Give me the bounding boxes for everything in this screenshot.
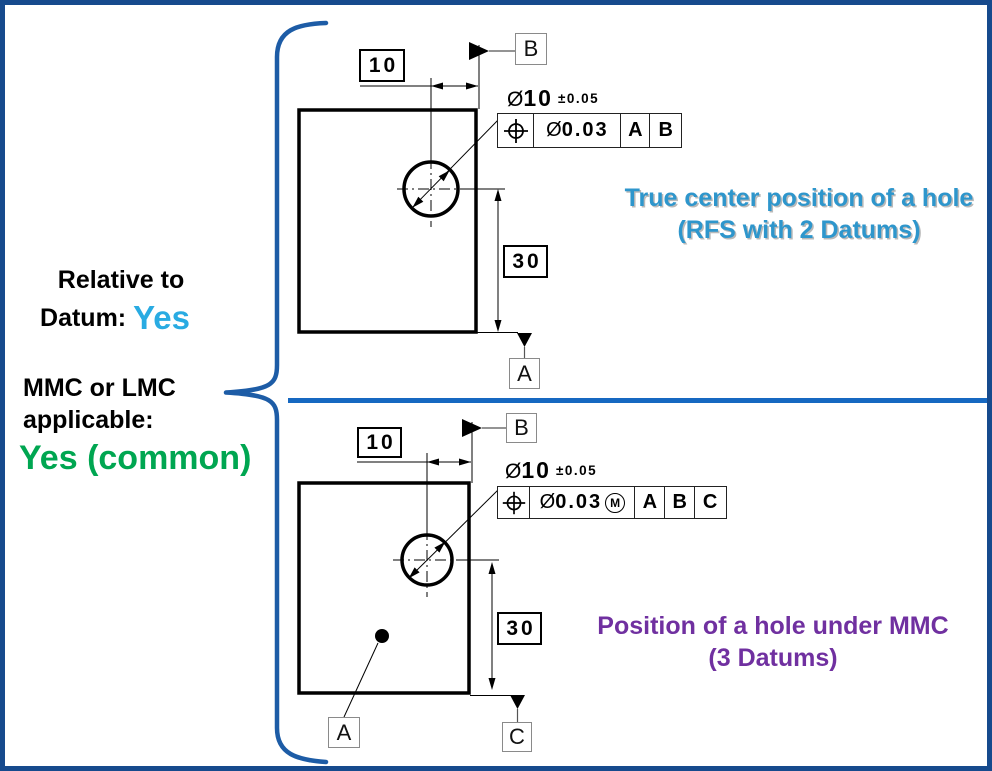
caption-top-line1: True center position of a hole — [624, 184, 974, 212]
top-height-dim-box: 30 — [503, 245, 548, 278]
bottom-hole-size-label: Ø10±0.05 — [505, 457, 598, 483]
mmc-value: Yes (common) — [19, 439, 252, 477]
bottom-datum-a-box: A — [328, 717, 360, 748]
diameter-symbol: Ø — [539, 491, 556, 513]
position-symbol-cell — [497, 113, 535, 148]
top-offset-dim-box: 10 — [359, 49, 405, 82]
bottom-offset-dim-box: 10 — [357, 427, 402, 458]
part-outline — [297, 108, 478, 334]
datum-c-triangle — [510, 695, 525, 709]
caption-bottom: Position of a hole under MMC (3 Datums) — [563, 610, 983, 674]
brace — [223, 20, 329, 765]
fcf-datum-b: B — [649, 113, 683, 148]
divider-line — [288, 398, 987, 403]
drawing-geometry — [223, 20, 987, 765]
bottom-datum-c-box: C — [502, 722, 532, 752]
datum-value: Yes — [133, 299, 190, 336]
fcf-datum-c: C — [693, 486, 727, 519]
datum-a-triangle — [517, 333, 532, 347]
part-outline — [297, 481, 471, 695]
caption-top: True center position of a hole (RFS with… — [603, 182, 987, 246]
datum-b-triangle — [462, 419, 482, 437]
bottom-view-geometry — [297, 419, 525, 722]
mmc-modifier-icon: M — [605, 492, 626, 513]
fcf-datum-a: A — [619, 113, 651, 148]
relative-to-label: Relative to — [57, 266, 185, 294]
true-position-icon — [504, 118, 528, 143]
fcf-datum-a: A — [633, 486, 666, 519]
true-position-icon — [502, 491, 526, 514]
diameter-symbol: Ø — [546, 119, 562, 141]
bottom-datum-b-box: B — [506, 413, 537, 443]
top-hole-size-label: Ø10±0.05 — [507, 85, 600, 111]
datum-line: Datum: Yes — [13, 299, 217, 337]
caption-bottom-line2: (3 Datums) — [708, 644, 838, 672]
fcf-datum-b: B — [664, 486, 696, 519]
caption-bottom-line1: Position of a hole under MMC — [597, 612, 949, 640]
caption-top-line2: (RFS with 2 Datums) — [677, 216, 921, 244]
mmc-label-line1: MMC or LMC — [23, 374, 176, 402]
mmc-label-line2: applicable: — [23, 406, 154, 434]
diameter-symbol: Ø — [507, 88, 524, 111]
diameter-symbol: Ø — [505, 460, 522, 483]
datum-label: Datum: — [40, 304, 127, 332]
datum-b-triangle — [469, 42, 489, 60]
top-datum-a-box: A — [509, 358, 540, 389]
position-symbol-cell — [497, 486, 531, 519]
top-view-geometry — [297, 42, 532, 358]
datum-a-dot — [375, 629, 389, 643]
bottom-height-dim-box: 30 — [497, 612, 542, 645]
top-datum-b-box: B — [515, 33, 547, 65]
